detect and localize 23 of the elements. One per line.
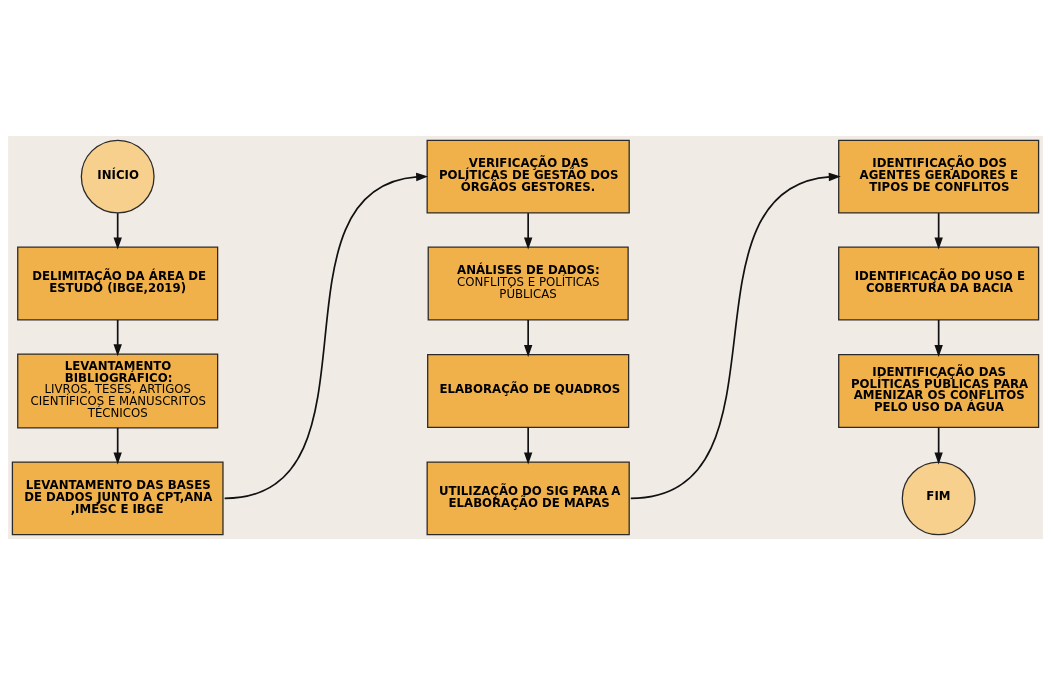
node-box: LEVANTAMENTO BIBLIOGRÁFICO: LIVROS, TESES, ARTIGOS CIENTÍFICOS E MANUSCRITOS TÉCNICOS: [17, 353, 219, 429]
node-box: IDENTIFICAÇÃO DOS AGENTES GERADORES E TIPOS DE CONFLITOS: [838, 139, 1040, 214]
node-box: LEVANTAMENTO DAS BASES DE DADOS JUNTO A CPT,ANA ,IMESC E IBGE: [11, 461, 224, 536]
arrow: [113, 212, 122, 250]
node-box: ANÁLISES DE DADOS: CONFLITOS E POLÍTICAS PÚBLICAS: [427, 246, 629, 321]
node-box: VERIFICAÇÃO DAS POLÍTICAS DE GESTÃO DOS ÓRGÃOS GESTORES.: [426, 139, 630, 214]
arrow: [113, 427, 122, 465]
node-box: IDENTIFICAÇÃO DO USO E COBERTURA DA BACIA: [838, 246, 1040, 321]
node-box: DELIMITAÇÃO DA ÁREA DE ESTUDO (IBGE,2019): [17, 246, 219, 321]
arrow: [934, 319, 943, 358]
node-box: IDENTIFICAÇÃO DAS POLÍTICAS PÚBLICAS PARA AMENIZAR OS CONFLITOS PELO USO DA ÁGUA: [838, 353, 1040, 428]
arrow: [523, 212, 533, 250]
arrow: [113, 319, 122, 357]
arrow: [934, 212, 943, 250]
arrow: [523, 319, 533, 358]
node-box: UTILIZAÇÃO DO SIG PARA A ELABORAÇÃO DE MAPAS: [426, 461, 630, 536]
arrow: [223, 172, 429, 500]
node-circle: FIM: [901, 461, 976, 536]
node-circle: INÍCIO: [80, 139, 155, 214]
arrow: [934, 426, 943, 465]
arrow: [523, 426, 533, 465]
node-box: ELABORAÇÃO DE QUADROS: [427, 353, 630, 428]
arrow: [629, 172, 841, 500]
